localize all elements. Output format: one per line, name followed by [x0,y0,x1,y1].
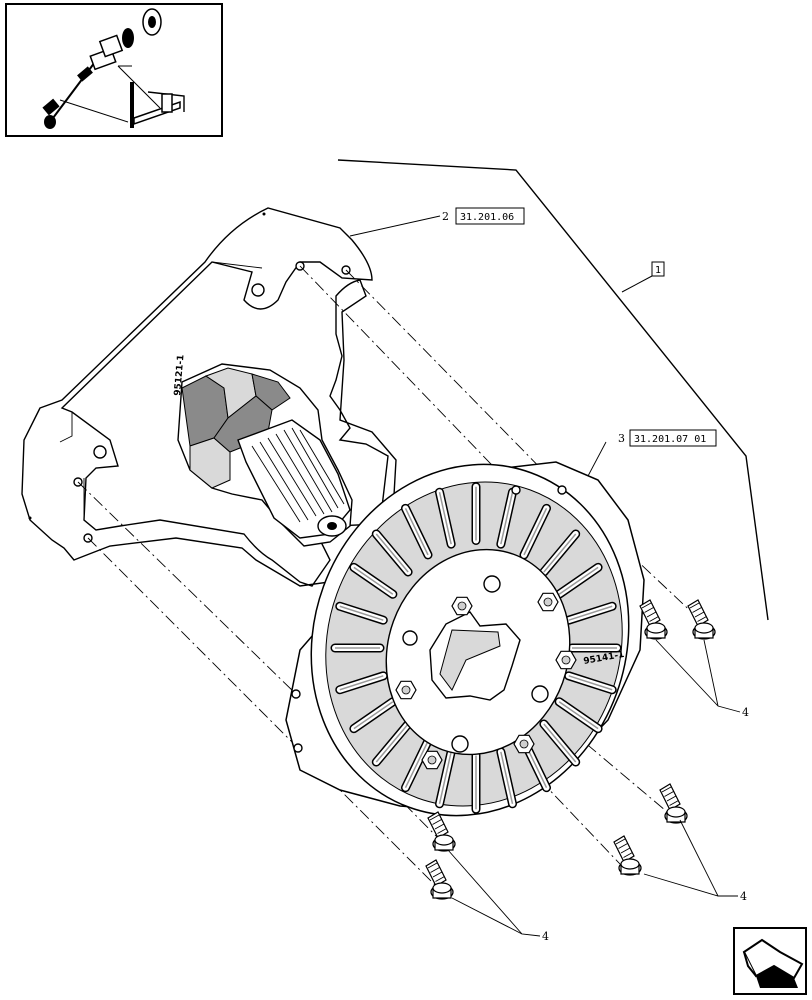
callout-item-number: 3 [618,432,625,445]
bolts [425,599,716,900]
hub-part-marking: 95121-1 [173,354,187,396]
inner-bolt [537,592,559,612]
assembly-thumbnail-icon[interactable] [5,3,223,137]
callout-item-3: 3 31.201.07 01 [618,429,717,447]
callout-reference: 31.201.07 01 [634,434,706,445]
callout-reference: 31.201.06 [460,212,514,223]
inner-bolt [421,750,443,770]
inner-bolt [513,734,535,754]
callout-item-1: 1 [651,261,665,277]
hex-bolt [613,835,642,876]
spring [371,529,413,577]
inner-bolt [395,680,417,700]
radial-springs [330,482,622,814]
inner-bolts [395,592,577,770]
hex-bolt [659,783,688,824]
hex-bolt [687,599,716,640]
spring [564,671,617,695]
hex-bolt [427,811,456,852]
callout-item-4a: 4 [742,706,749,719]
spring [519,503,551,560]
spring [401,736,433,793]
spring [371,719,413,767]
callout-item-4b: 4 [740,890,747,903]
leader-item-1 [337,159,769,621]
leader-item-2 [349,215,441,237]
spring [349,697,398,734]
hex-bolt [425,859,454,900]
spring [496,487,517,549]
callout-item-number: 2 [442,210,449,223]
next-page-arrow-icon[interactable] [733,927,807,995]
spring [554,562,603,599]
spring [435,487,456,549]
spring [435,747,456,809]
inner-bolt [451,596,473,616]
inner-bolt [555,650,577,670]
callout-item-number: 1 [655,265,661,276]
spring [349,562,398,599]
spring [539,529,581,577]
spring [554,697,603,734]
spring [401,503,433,560]
spring [496,747,517,809]
splined-hub: 95121-1 [173,354,353,547]
leader-item-3 [587,441,607,477]
callout-item-2: 2 31.201.06 [442,207,525,225]
callout-item-4c: 4 [542,930,549,943]
spring [335,601,388,625]
hex-bolt [639,599,668,640]
spring [335,671,388,695]
friction-clutch: 95141-1 [285,461,645,817]
spring [539,719,581,767]
spring [564,601,617,625]
leaders-item-4 [447,639,741,937]
